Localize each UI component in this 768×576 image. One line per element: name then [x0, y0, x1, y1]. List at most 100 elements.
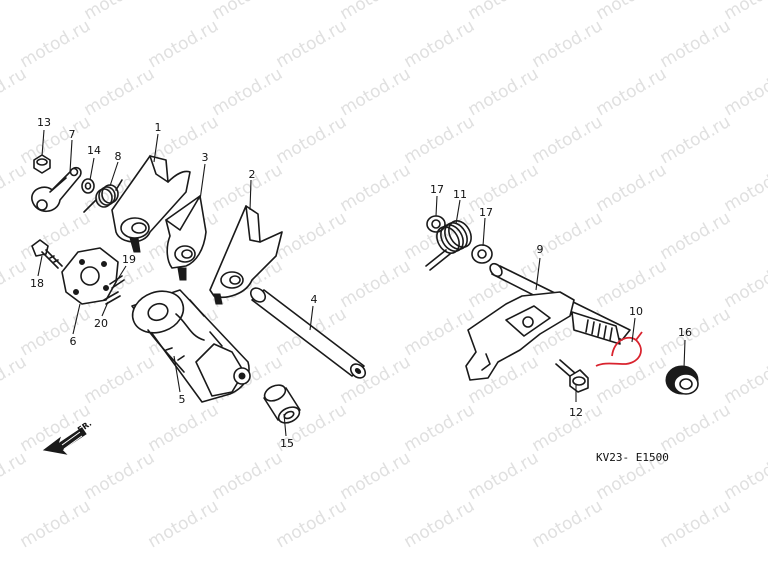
watermark-text: motod.ru	[721, 160, 768, 216]
part-2-shift-fork	[209, 205, 283, 305]
watermark-text: motod.ru	[593, 256, 671, 312]
callout-5: 5	[179, 393, 186, 406]
watermark-text: motod.ru	[593, 64, 671, 120]
callout-20: 20	[94, 317, 108, 330]
callout-17b: 17	[479, 206, 493, 219]
part-18-bolt	[31, 239, 63, 269]
part-15-bearing	[263, 384, 301, 424]
callout-6: 6	[70, 335, 77, 348]
watermark-text: motod.ru	[593, 0, 671, 24]
watermark-text: motod.ru	[337, 256, 415, 312]
watermark-text: motod.ru	[529, 16, 607, 72]
watermark-text: motod.ru	[401, 112, 479, 168]
part-7-stopper-arm	[31, 166, 82, 213]
watermark-text: motod.ru	[81, 0, 159, 24]
watermark-text: motod.ru	[273, 112, 351, 168]
watermark-text: motod.ru	[337, 64, 415, 120]
callout-8: 8	[115, 150, 122, 163]
watermark-text: motod.ru	[17, 304, 95, 360]
watermark-text: motod.ru	[401, 496, 479, 552]
part-11-spring	[425, 220, 472, 271]
watermark-text: motod.ru	[209, 0, 287, 24]
callout-15: 15	[280, 437, 294, 450]
part-13-nut	[33, 154, 51, 174]
watermark-text: motod.ru	[81, 64, 159, 120]
callout-14: 14	[87, 144, 101, 157]
part-12-pivot-bolt	[555, 359, 589, 393]
watermark-text: motod.ru	[529, 400, 607, 456]
watermark-text: motod.ru	[145, 16, 223, 72]
part-4-fork-shaft	[249, 287, 367, 379]
watermark-text: motod.ru	[529, 496, 607, 552]
watermark-text: motod.ru	[465, 64, 543, 120]
watermark-text: motod.ru	[273, 16, 351, 72]
watermark-text: motod.ru	[17, 496, 95, 552]
callout-16: 16	[678, 326, 692, 339]
part-5-shift-drum	[131, 289, 251, 403]
watermark-text: motod.ru	[81, 448, 159, 504]
callout-7: 7	[69, 128, 76, 141]
callout-12: 12	[569, 406, 583, 419]
watermark-text: motod.ru	[337, 448, 415, 504]
watermark-text: motod.ru	[17, 16, 95, 72]
watermark-text: motod.ru	[721, 352, 768, 408]
callout-2: 2	[249, 168, 256, 181]
watermark-text: motod.ru	[721, 0, 768, 24]
watermark-text: motod.ru	[465, 160, 543, 216]
watermark-text: motod.ru	[0, 0, 30, 24]
callout-17a: 17	[430, 183, 444, 196]
watermark-text: motod.ru	[273, 208, 351, 264]
watermark-text: motod.ru	[401, 304, 479, 360]
diagram-code: KV23- E1500	[596, 451, 669, 464]
callout-10: 10	[629, 305, 643, 318]
callout-4: 4	[311, 293, 318, 306]
watermark-text: motod.ru	[465, 0, 543, 24]
part-17-collar-b	[471, 244, 493, 264]
callout-3: 3	[202, 151, 209, 164]
part-3-shift-fork	[165, 195, 207, 281]
part-10-return-spring	[595, 331, 643, 367]
callout-9: 9	[537, 243, 544, 256]
watermark-text: motod.ru	[721, 448, 768, 504]
watermark-text: motod.ru	[209, 448, 287, 504]
part-16-oil-seal	[665, 365, 699, 395]
watermark-text: motod.ru	[17, 112, 95, 168]
part-14-washer	[81, 178, 95, 194]
part-6-cam-plate	[61, 247, 119, 305]
callout-11: 11	[453, 188, 467, 201]
watermark-text: motod.ru	[465, 448, 543, 504]
watermark-text: motod.ru	[337, 160, 415, 216]
part-19-pin	[109, 275, 125, 289]
leader-lines	[37, 129, 686, 437]
watermark-text: motod.ru	[657, 112, 735, 168]
watermark-text: motod.ru	[721, 256, 768, 312]
watermark-text: motod.ru	[81, 352, 159, 408]
watermark-text: motod.ru	[593, 160, 671, 216]
part-1-shift-fork	[111, 155, 191, 253]
watermark-text: motod.ru	[529, 112, 607, 168]
callout-19: 19	[122, 253, 136, 266]
callout-1: 1	[155, 121, 162, 134]
watermark-text: motod.ru	[657, 400, 735, 456]
front-direction-arrow	[42, 427, 87, 455]
watermark-text: motod.ru	[593, 352, 671, 408]
part-20-pin	[103, 291, 121, 305]
part-9-gearshift-spindle	[465, 262, 631, 381]
watermark-text: motod.ru	[657, 208, 735, 264]
watermark-text: motod.ru	[401, 16, 479, 72]
watermark-text: motod.ru	[273, 496, 351, 552]
callout-labels: 1 2 3 4 5 6 7 8 9 10 11 12 13 14 15 16 1…	[30, 116, 692, 450]
watermark-text: motod.ru	[145, 496, 223, 552]
watermark-text: motod.ru	[721, 64, 768, 120]
watermark-text: motod.ru	[657, 304, 735, 360]
watermark-text: motod.ru	[145, 400, 223, 456]
callout-13: 13	[37, 116, 51, 129]
watermark-text: motod.ru	[657, 16, 735, 72]
watermark-text: motod.ru	[657, 496, 735, 552]
watermark-text: motod.ru	[401, 400, 479, 456]
watermark-text: motod.ru	[209, 64, 287, 120]
watermark-text: motod.ru	[337, 0, 415, 24]
callout-18: 18	[30, 277, 44, 290]
